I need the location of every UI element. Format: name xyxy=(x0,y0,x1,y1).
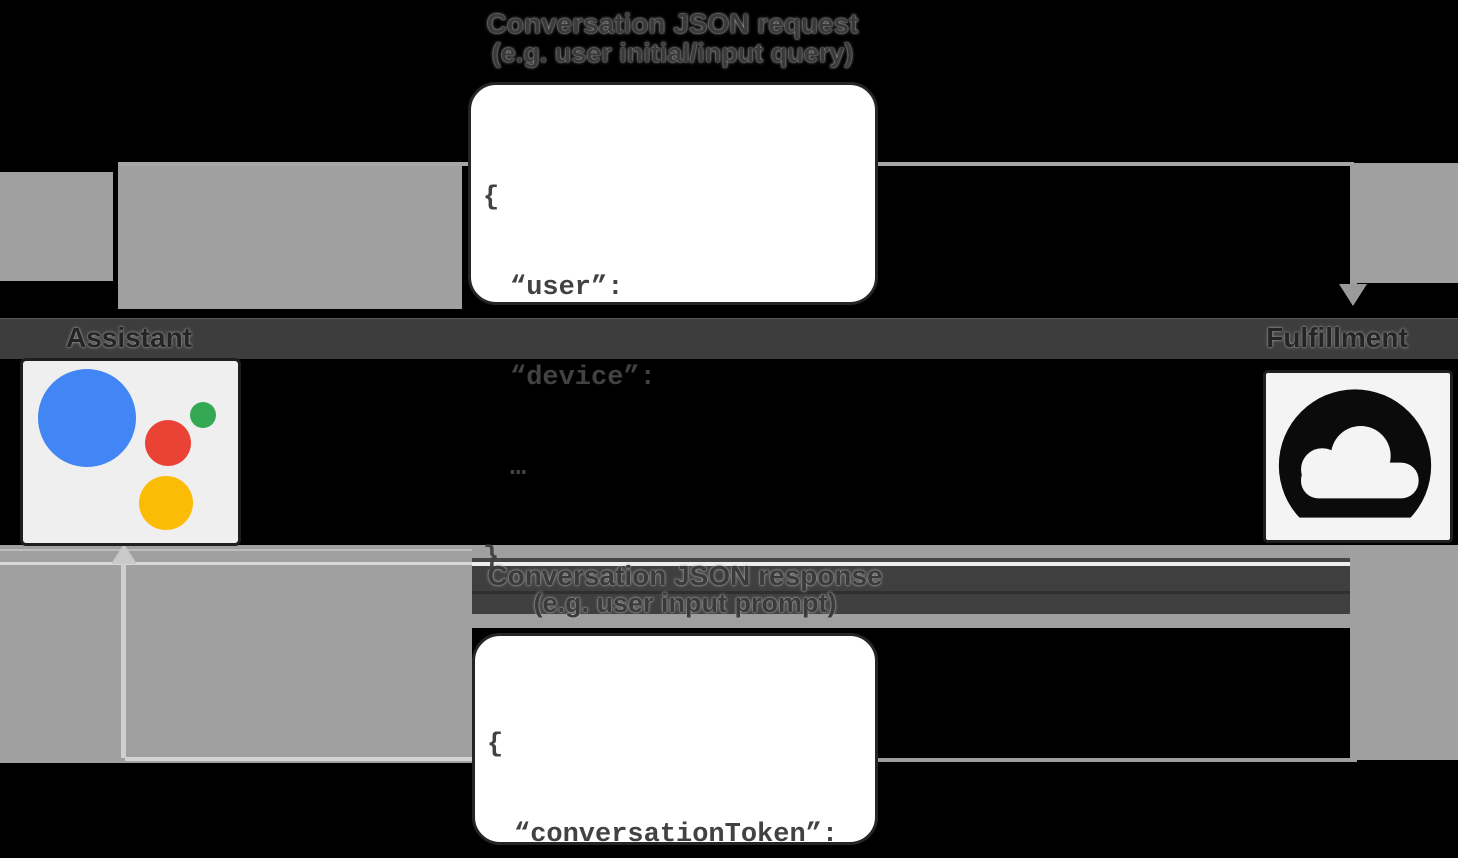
request-code-line-user: “user”: xyxy=(510,273,624,303)
response-left-thin-line-1 xyxy=(0,549,472,551)
request-arrowhead-icon xyxy=(1339,284,1367,306)
entity-band xyxy=(0,318,1458,359)
request-code-line-open: { xyxy=(483,183,500,213)
response-stripe-2 xyxy=(472,558,1352,562)
response-arrowhead-icon xyxy=(111,544,137,564)
fulfillment-label: Fulfillment xyxy=(1266,322,1408,353)
assistant-yellow-circle-icon xyxy=(139,476,193,530)
assistant-label: Assistant xyxy=(65,322,193,353)
request-title: Conversation JSON request (e.g. user ini… xyxy=(380,8,965,68)
response-arrow-vertical-right xyxy=(1350,545,1357,762)
response-stripe-6 xyxy=(472,594,1352,614)
response-title: Conversation JSON response (e.g. user in… xyxy=(400,561,970,617)
response-stripe-1 xyxy=(472,545,1352,558)
request-code-line-ellipsis: … xyxy=(510,453,527,483)
response-stripe-3 xyxy=(472,562,1352,566)
google-cloud-icon xyxy=(1266,389,1444,534)
response-arrow-line-left xyxy=(125,757,472,761)
request-title-line1: Conversation JSON request xyxy=(486,8,859,39)
request-code-line-device: “device”: xyxy=(510,363,656,393)
response-arrow-vertical-left xyxy=(121,562,126,758)
response-arrow-left-region xyxy=(0,545,472,763)
response-title-line2: (e.g. user input prompt) xyxy=(533,588,837,618)
request-json-card: { “user”: “device”: … } xyxy=(468,82,878,573)
assistant-blue-circle-icon xyxy=(38,369,136,467)
assistant-panel xyxy=(20,358,241,546)
response-stripe-5 xyxy=(472,591,1352,594)
response-json-card: { “conversationToken”: “userStorage”: … … xyxy=(472,633,878,850)
response-arrow-line-right xyxy=(878,758,1356,762)
request-title-line2: (e.g. user initial/input query) xyxy=(491,38,854,68)
google-assistant-logo xyxy=(23,361,238,543)
request-arrow-body xyxy=(118,163,462,309)
request-arrow-vertical xyxy=(1350,163,1357,285)
response-stripe-4 xyxy=(472,566,1352,591)
fulfillment-panel xyxy=(1263,370,1453,543)
response-arrow-right-fill xyxy=(1357,545,1458,760)
response-code-line-conversationtoken: “conversationToken”: xyxy=(514,820,839,850)
response-title-line1: Conversation JSON response xyxy=(487,560,883,591)
response-left-thin-line-2 xyxy=(0,562,472,565)
response-stripe-7 xyxy=(472,614,1352,628)
request-arrow-left-column xyxy=(0,172,113,281)
assistant-green-circle-icon xyxy=(190,402,216,428)
response-code-line-open: { xyxy=(487,730,504,760)
request-code-line-close: } xyxy=(483,543,500,573)
request-arrow-right-fill xyxy=(1357,163,1458,283)
assistant-red-circle-icon xyxy=(145,420,191,466)
